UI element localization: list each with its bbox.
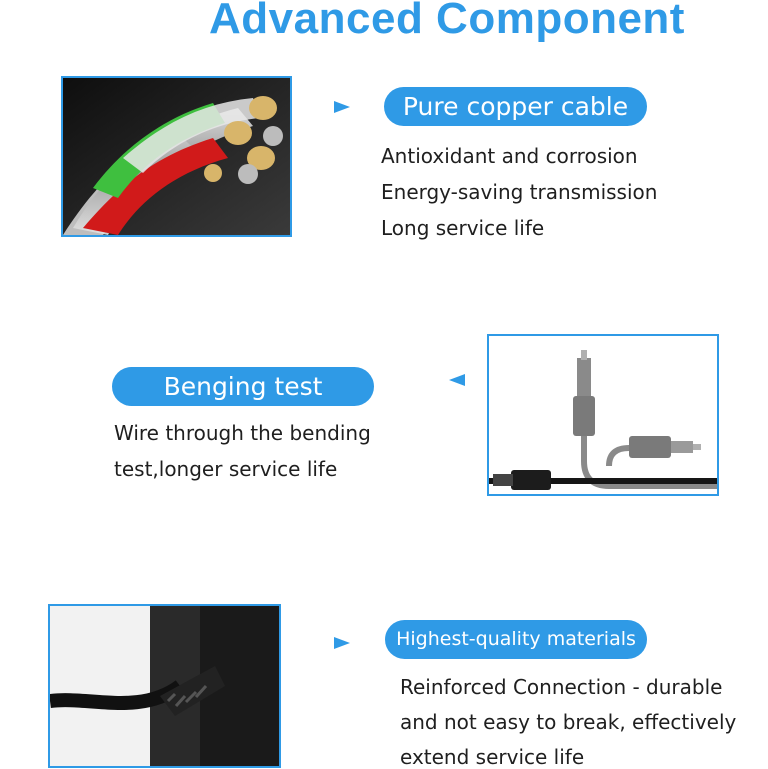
right-pointer-icon <box>334 637 350 649</box>
feature-text: Long service life <box>381 216 545 240</box>
left-pointer-icon <box>449 374 465 386</box>
page-title: Advanced Component <box>209 0 685 43</box>
section-label-pure-copper-cable: Pure copper cable <box>384 87 647 126</box>
section-label-highest-quality-materials: Highest-quality materials <box>385 620 647 659</box>
feature-text: and not easy to break, effectively <box>400 710 737 734</box>
feature-text: Wire through the bending <box>114 421 371 445</box>
feature-text: Energy-saving transmission <box>381 180 658 204</box>
feature-text: Antioxidant and corrosion <box>381 144 638 168</box>
feature-text: extend service life <box>400 745 585 769</box>
right-pointer-icon <box>334 101 350 113</box>
copper-cable-image <box>61 76 292 237</box>
feature-text: test,longer service life <box>114 457 338 481</box>
feature-text: Reinforced Connection - durable <box>400 675 723 699</box>
section-label-bending-test: Benging test <box>112 367 374 406</box>
materials-image <box>48 604 281 768</box>
bending-test-image <box>487 334 719 496</box>
